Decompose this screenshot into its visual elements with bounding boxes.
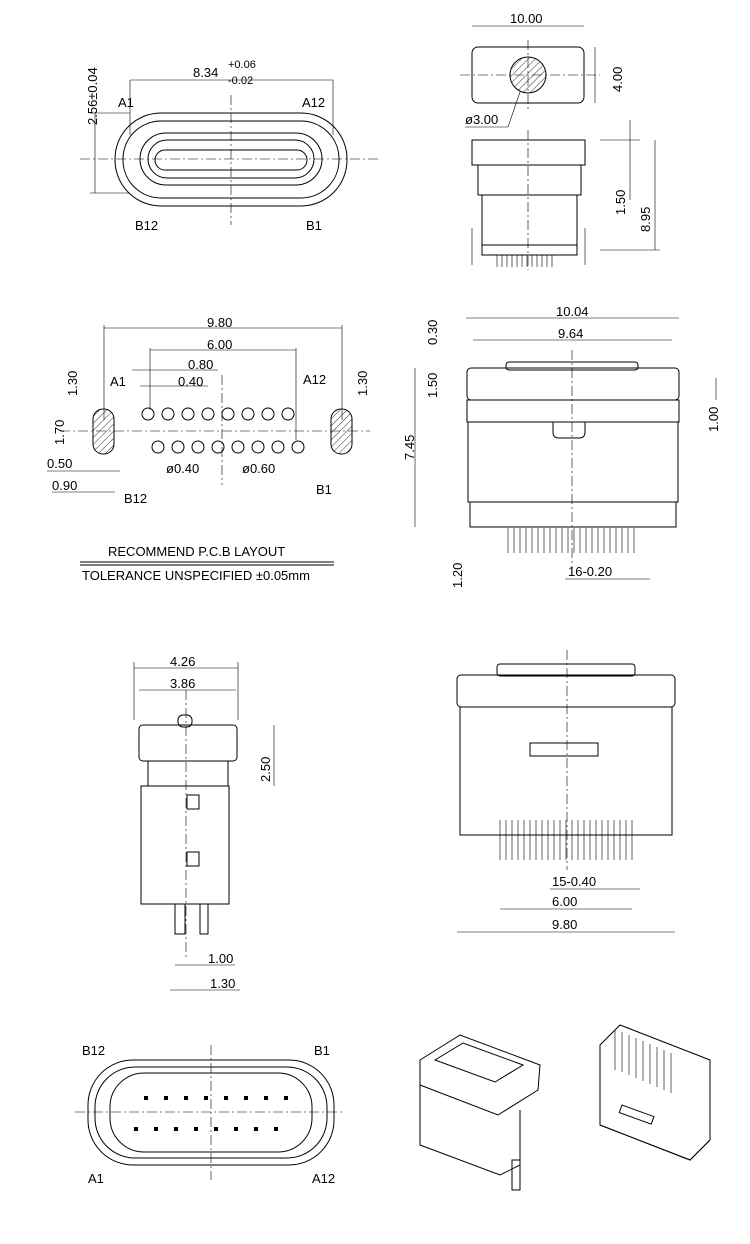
dim-1-00: 1.00 (706, 407, 721, 432)
label-a12: A12 (302, 95, 325, 110)
dim-9-80: 9.80 (207, 315, 232, 330)
dim-9-64: 9.64 (558, 326, 583, 341)
receptacle-front-view: 2.56±0.04 8.34 +0.06 -0.02 A1 A12 B12 B1 (80, 59, 380, 233)
label-a1: A1 (88, 1171, 104, 1186)
dim-width: 8.34 (193, 65, 218, 80)
side-view-top: 1.50 8.95 (471, 120, 660, 270)
dim-16-0-20: 16-0.20 (568, 564, 612, 579)
isometric-view-rear (599, 1024, 711, 1161)
dim-0-80: 0.80 (188, 357, 213, 372)
label-a1: A1 (118, 95, 134, 110)
label-b1: B1 (314, 1043, 330, 1058)
dim-0-90: 0.90 (52, 478, 77, 493)
dim-9-80: 9.80 (552, 917, 577, 932)
label-a12: A12 (312, 1171, 335, 1186)
dim-tol-plus: +0.06 (228, 59, 256, 71)
label-b12: B12 (82, 1043, 105, 1058)
dim-1-30-left: 1.30 (65, 371, 80, 396)
label-a1: A1 (110, 374, 126, 389)
dim-2-50: 2.50 (258, 757, 273, 782)
dim-0-40: 0.40 (178, 374, 203, 389)
label-b12: B12 (124, 491, 147, 506)
dim-1-30: 1.30 (210, 976, 235, 991)
pad-row-b (151, 440, 305, 454)
dim-0-30: 0.30 (425, 320, 440, 345)
dim-height-1: 1.50 (613, 190, 628, 215)
label-a12: A12 (303, 372, 326, 387)
side-view: 4.26 3.86 2.50 1.00 1.30 (133, 654, 275, 991)
isometric-view-front (419, 1034, 541, 1191)
pcb-layout-title: RECOMMEND P.C.B LAYOUT (108, 544, 285, 559)
label-b12: B12 (135, 218, 158, 233)
dim-diameter: ø3.00 (465, 112, 498, 127)
dim-dia-0-60: ø0.60 (242, 461, 275, 476)
dim-6-00: 6.00 (207, 337, 232, 352)
dim-15-0-40: 15-0.40 (552, 874, 596, 889)
dim-1-20: 1.20 (450, 563, 465, 588)
dim-1-30-right: 1.30 (355, 371, 370, 396)
dim-0-50: 0.50 (47, 456, 72, 471)
top-view: 10.00 4.00 ø3.00 (460, 11, 625, 128)
dim-width: 10.00 (510, 11, 543, 26)
dim-height: 2.56±0.04 (85, 67, 100, 125)
tolerance-note: TOLERANCE UNSPECIFIED ±0.05mm (82, 568, 310, 583)
dim-7-45: 7.45 (402, 435, 417, 460)
dim-height-2: 8.95 (638, 207, 653, 232)
dim-3-86: 3.86 (170, 676, 195, 691)
rear-view: 15-0.40 6.00 9.80 (456, 650, 676, 933)
dim-1-50: 1.50 (425, 373, 440, 398)
dim-4-26: 4.26 (170, 654, 195, 669)
dim-6-00: 6.00 (552, 894, 577, 909)
label-b1: B1 (316, 482, 332, 497)
front-view: 10.04 9.64 0.30 1.50 1.00 7.45 1.20 16-0… (402, 304, 721, 588)
dim-1-70: 1.70 (52, 420, 67, 445)
dim-10-04: 10.04 (556, 304, 589, 319)
dim-tol-minus: -0.02 (228, 75, 253, 87)
mating-face-view: B12 B1 A1 A12 (75, 1043, 345, 1186)
pad-row-a (141, 407, 295, 421)
dim-dia-0-40: ø0.40 (166, 461, 199, 476)
pcb-layout: 9.80 6.00 0.80 0.40 A1 A12 1.30 1.30 1.7… (47, 315, 370, 583)
dim-height: 4.00 (610, 67, 625, 92)
label-b1: B1 (306, 218, 322, 233)
dim-1-00: 1.00 (208, 951, 233, 966)
